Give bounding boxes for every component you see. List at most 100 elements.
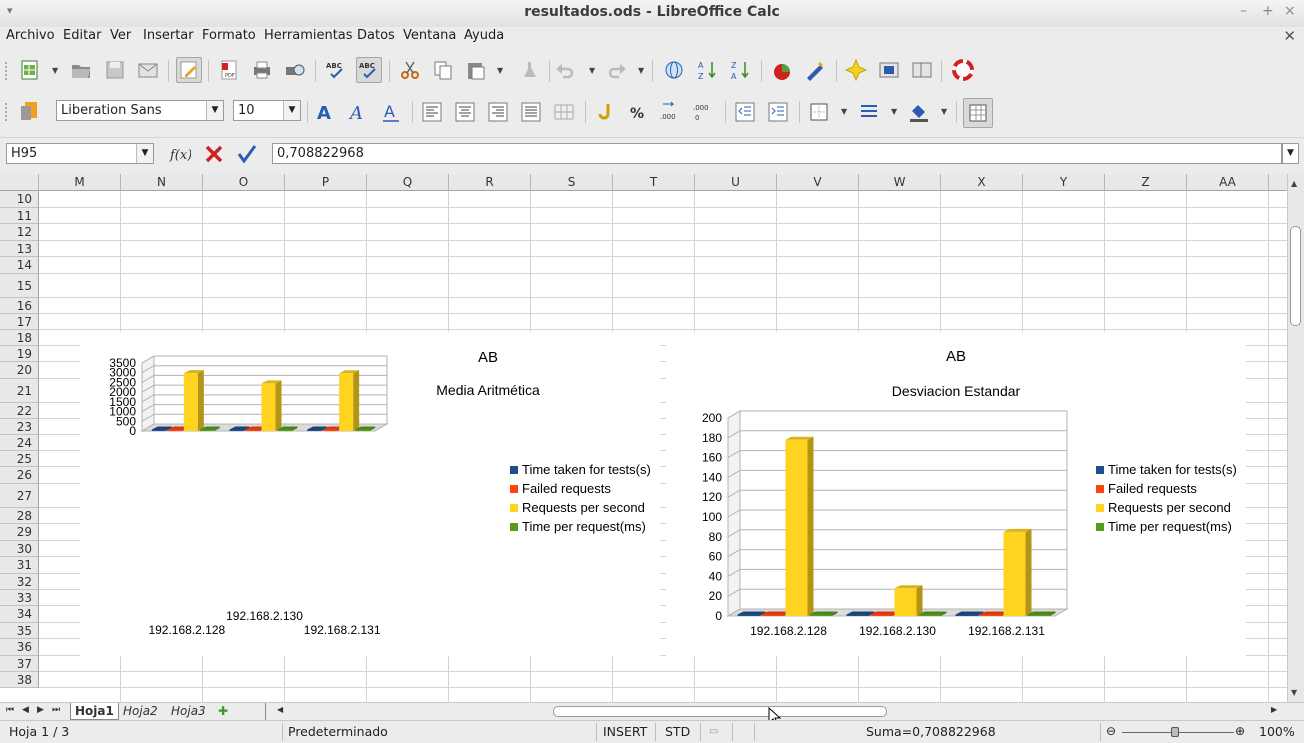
email-icon[interactable] bbox=[136, 58, 160, 82]
cancel-icon[interactable] bbox=[202, 142, 226, 166]
styles-icon[interactable] bbox=[17, 99, 41, 123]
row-header[interactable]: 25 bbox=[0, 451, 39, 467]
column-header[interactable]: AA bbox=[1187, 174, 1269, 191]
expand-formula-icon[interactable]: ▼ bbox=[1282, 143, 1299, 164]
menu-insertar[interactable]: Insertar bbox=[143, 28, 194, 43]
new-document-icon[interactable] bbox=[18, 58, 42, 82]
export-pdf-icon[interactable]: PDF bbox=[217, 58, 241, 82]
row-header[interactable]: 30 bbox=[0, 541, 39, 557]
column-header[interactable]: O bbox=[203, 174, 285, 191]
column-header[interactable]: W bbox=[859, 174, 941, 191]
navigator-icon[interactable] bbox=[844, 58, 868, 82]
row-header[interactable]: 22 bbox=[0, 403, 39, 419]
new-dropdown-icon[interactable]: ▼ bbox=[52, 66, 59, 75]
chevron-down-icon[interactable]: ▼ bbox=[283, 101, 300, 120]
first-sheet-icon[interactable]: ⏮ bbox=[6, 705, 15, 715]
row-header[interactable]: 16 bbox=[0, 298, 39, 314]
save-icon[interactable] bbox=[103, 58, 127, 82]
column-header[interactable]: U bbox=[695, 174, 777, 191]
row-header[interactable]: 37 bbox=[0, 656, 39, 672]
scroll-right-icon[interactable]: ▶ bbox=[1271, 705, 1278, 714]
menu-ventana[interactable]: Ventana bbox=[403, 28, 457, 43]
zoom-in-icon[interactable]: ⊕ bbox=[1235, 724, 1246, 738]
row-header[interactable]: 28 bbox=[0, 508, 39, 524]
tab-splitter[interactable] bbox=[265, 703, 266, 720]
show-draw-functions-icon[interactable] bbox=[803, 58, 827, 82]
toggle-grid-lines-icon[interactable] bbox=[963, 98, 993, 128]
row-header[interactable]: 20 bbox=[0, 362, 39, 379]
insert-chart-icon[interactable] bbox=[770, 58, 794, 82]
font-size-combo[interactable]: 10 ▼ bbox=[233, 100, 301, 121]
currency-icon[interactable] bbox=[593, 100, 617, 124]
row-header[interactable]: 27 bbox=[0, 484, 39, 508]
sheet-tab-hoja2[interactable]: Hoja2 bbox=[123, 704, 158, 718]
row-header[interactable]: 34 bbox=[0, 606, 39, 623]
row-header[interactable]: 23 bbox=[0, 419, 39, 435]
row-header[interactable]: 29 bbox=[0, 524, 39, 541]
row-header[interactable]: 21 bbox=[0, 379, 39, 403]
row-header[interactable]: 10 bbox=[0, 191, 39, 208]
underline-icon[interactable]: A bbox=[379, 100, 403, 124]
vertical-scroll-thumb[interactable] bbox=[1290, 226, 1301, 326]
row-header[interactable]: 31 bbox=[0, 557, 39, 574]
row-header[interactable]: 35 bbox=[0, 623, 39, 639]
scroll-left-icon[interactable]: ◀ bbox=[277, 705, 284, 714]
paste-dropdown-icon[interactable]: ▼ bbox=[497, 66, 504, 75]
open-icon[interactable] bbox=[69, 58, 93, 82]
close-icon[interactable]: × bbox=[1284, 3, 1296, 19]
align-center-icon[interactable] bbox=[453, 100, 477, 124]
background-color-dropdown-icon[interactable]: ▼ bbox=[941, 107, 948, 116]
background-color-icon[interactable] bbox=[907, 100, 931, 124]
row-header[interactable]: 26 bbox=[0, 467, 39, 484]
selection-mode[interactable]: STD bbox=[665, 724, 691, 739]
menu-editar[interactable]: Editar bbox=[63, 28, 102, 43]
copy-icon[interactable] bbox=[431, 58, 455, 82]
zoom-slider-thumb[interactable] bbox=[1171, 727, 1179, 737]
gallery-icon[interactable] bbox=[877, 58, 901, 82]
bold-icon[interactable]: A bbox=[313, 100, 337, 124]
name-box[interactable]: H95 ▼ bbox=[6, 143, 154, 164]
column-header[interactable]: Z bbox=[1105, 174, 1187, 191]
hyperlink-icon[interactable] bbox=[662, 58, 686, 82]
column-header[interactable]: V bbox=[777, 174, 859, 191]
help-icon[interactable] bbox=[951, 58, 975, 82]
row-header[interactable]: 13 bbox=[0, 241, 39, 257]
menu-ayuda[interactable]: Ayuda bbox=[464, 28, 505, 43]
row-header[interactable]: 32 bbox=[0, 574, 39, 590]
thousands-separator-icon[interactable]: .000 bbox=[659, 100, 683, 124]
autospellcheck-icon[interactable]: ABC bbox=[356, 57, 382, 83]
window-menu-icon[interactable]: ▾ bbox=[7, 4, 13, 17]
insert-mode[interactable]: INSERT bbox=[603, 724, 648, 739]
select-all-corner[interactable] bbox=[0, 174, 39, 191]
column-header[interactable]: Y bbox=[1023, 174, 1105, 191]
redo-icon[interactable] bbox=[605, 58, 629, 82]
close-document-icon[interactable]: ✕ bbox=[1283, 27, 1296, 45]
borders-dropdown-icon[interactable]: ▼ bbox=[841, 107, 848, 116]
percent-icon[interactable]: % bbox=[626, 100, 650, 124]
horizontal-scroll-thumb[interactable] bbox=[553, 706, 887, 717]
edit-mode-icon[interactable] bbox=[176, 57, 202, 83]
chevron-down-icon[interactable]: ▼ bbox=[136, 144, 153, 163]
column-header[interactable]: Q bbox=[367, 174, 449, 191]
column-header[interactable]: T bbox=[613, 174, 695, 191]
data-sources-icon[interactable] bbox=[910, 58, 934, 82]
scroll-down-icon[interactable]: ▼ bbox=[1291, 688, 1298, 697]
scroll-up-icon[interactable]: ▲ bbox=[1291, 179, 1298, 188]
font-name-combo[interactable]: Liberation Sans ▼ bbox=[56, 100, 224, 121]
maximize-icon[interactable]: + bbox=[1262, 3, 1274, 19]
next-sheet-icon[interactable]: ▶ bbox=[37, 705, 44, 715]
decrease-indent-icon[interactable] bbox=[733, 100, 757, 124]
sheet-tab-hoja3[interactable]: Hoja3 bbox=[171, 704, 206, 718]
row-header[interactable]: 36 bbox=[0, 639, 39, 656]
align-right-icon[interactable] bbox=[486, 100, 510, 124]
increase-indent-icon[interactable] bbox=[766, 100, 790, 124]
row-header[interactable]: 17 bbox=[0, 314, 39, 330]
toolbar-grip[interactable] bbox=[5, 103, 9, 121]
border-style-dropdown-icon[interactable]: ▼ bbox=[891, 107, 898, 116]
sum-readout[interactable]: Suma=0,708822968 bbox=[866, 724, 996, 739]
column-header[interactable]: R bbox=[449, 174, 531, 191]
